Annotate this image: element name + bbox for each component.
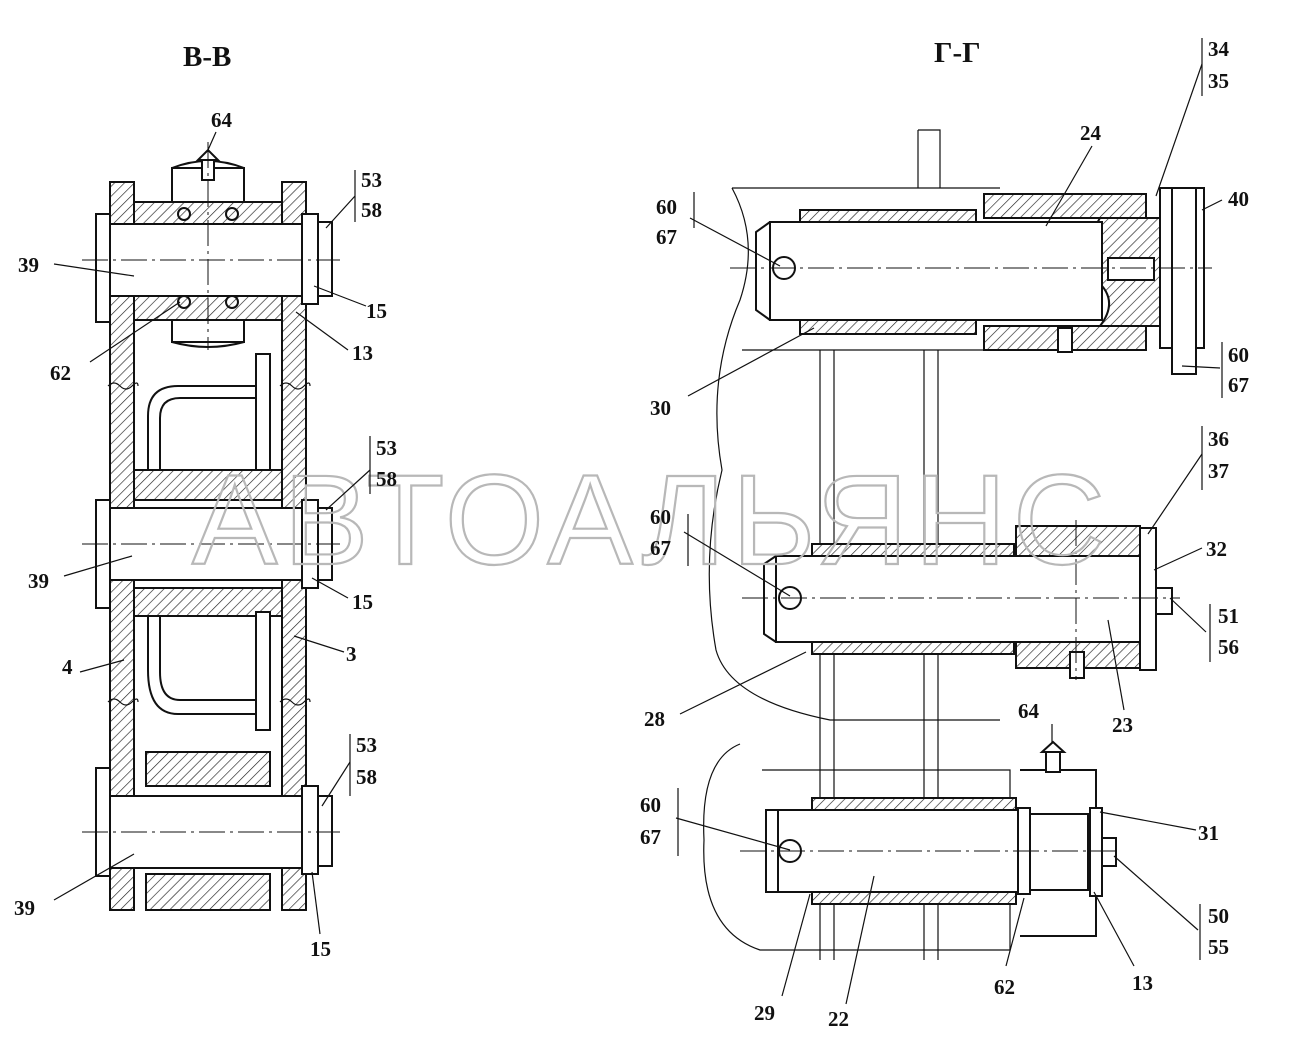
callout-40: 40 [1228, 187, 1249, 211]
callout-labels: 64 53 58 39 15 13 62 53 58 39 15 3 4 53 … [14, 37, 1249, 1031]
pin-top-right [769, 221, 1103, 321]
callout-60: 60 [656, 195, 677, 219]
callout-60: 60 [640, 793, 661, 817]
callout-34: 34 [1208, 37, 1230, 61]
callout-60: 60 [650, 505, 671, 529]
callout-15: 15 [310, 937, 331, 961]
plate-32 [1139, 527, 1157, 671]
middle-block-upper [133, 469, 283, 501]
callout-32: 32 [1206, 537, 1227, 561]
callout-67: 67 [1228, 373, 1249, 397]
callout-58: 58 [356, 765, 377, 789]
section-view-right [703, 129, 1212, 960]
callout-23: 23 [1112, 713, 1133, 737]
callout-58: 58 [361, 198, 382, 222]
callout-62: 62 [50, 361, 71, 385]
callout-53: 53 [356, 733, 377, 757]
callout-37: 37 [1208, 459, 1229, 483]
callout-60: 60 [1228, 343, 1249, 367]
leader-lines [53, 38, 1223, 1005]
callout-39: 39 [28, 569, 49, 593]
callout-30: 30 [650, 396, 671, 420]
callout-55: 55 [1208, 935, 1229, 959]
callout-36: 36 [1208, 427, 1229, 451]
watermark-text: АВТОАЛЬЯНС [192, 449, 1111, 592]
callout-62: 62 [994, 975, 1015, 999]
callout-3: 3 [346, 642, 357, 666]
callout-56: 56 [1218, 635, 1239, 659]
callout-51: 51 [1218, 604, 1239, 628]
callout-28: 28 [644, 707, 665, 731]
callout-67: 67 [656, 225, 677, 249]
pin-middle-right [775, 555, 1143, 643]
callout-67: 67 [640, 825, 661, 849]
callout-4: 4 [62, 655, 73, 679]
callout-50: 50 [1208, 904, 1229, 928]
view-title-right: Г-Г [934, 37, 981, 69]
callout-24: 24 [1080, 121, 1102, 145]
callout-67: 67 [650, 536, 671, 560]
callout-53: 53 [361, 168, 382, 192]
bottom-block-lower [145, 873, 271, 911]
callout-64: 64 [1018, 699, 1040, 723]
plate-31 [1089, 807, 1103, 897]
section-view-left [82, 142, 340, 911]
callout-35: 35 [1208, 69, 1229, 93]
callout-29: 29 [754, 1001, 775, 1025]
callout-31: 31 [1198, 821, 1219, 845]
callout-64: 64 [211, 108, 233, 132]
callout-53: 53 [376, 436, 397, 460]
view-title-left: В-В [183, 41, 231, 73]
callout-58: 58 [376, 467, 397, 491]
bottom-block-upper [145, 751, 271, 787]
callout-39: 39 [14, 896, 35, 920]
callout-13: 13 [1132, 971, 1153, 995]
callout-13: 13 [352, 341, 373, 365]
callout-39: 39 [18, 253, 39, 277]
callout-15: 15 [366, 299, 387, 323]
callout-22: 22 [828, 1007, 849, 1031]
callout-15: 15 [352, 590, 373, 614]
